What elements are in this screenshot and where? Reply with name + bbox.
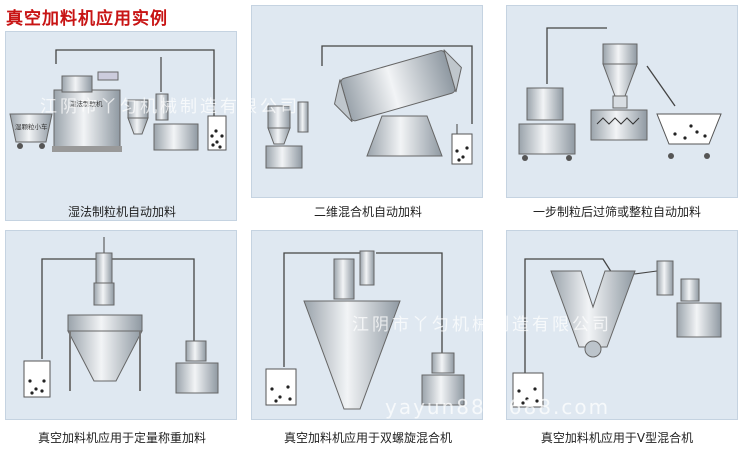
panel-wet-granulator: 湿法制粒机 湿颗粒小车 bbox=[5, 31, 237, 221]
wet-granulator-illustration: 湿法制粒机 湿颗粒小车 bbox=[9, 49, 227, 152]
panel-double-screw bbox=[251, 230, 483, 420]
cart-label: 湿颗粒小车 bbox=[15, 122, 48, 131]
caption-v-mixer: 真空加料机应用于V型混合机 bbox=[540, 431, 694, 445]
caption-sieve: 一步制粒后过筛或整粒自动加料 bbox=[532, 205, 701, 219]
panel-2d-mixer bbox=[251, 5, 483, 198]
caption-weighing: 真空加料机应用于定量称重加料 bbox=[37, 431, 206, 445]
double-screw-illustration bbox=[265, 250, 465, 410]
panel-v-mixer bbox=[506, 230, 738, 420]
caption-2d-mixer: 二维混合机自动加料 bbox=[313, 205, 422, 219]
weighing-illustration bbox=[23, 237, 219, 398]
page-title: 真空加料机应用实例 bbox=[6, 9, 168, 29]
2d-mixer-illustration bbox=[265, 45, 473, 169]
panel-weighing bbox=[5, 230, 237, 420]
caption-wet-granulator: 湿法制粒机自动加料 bbox=[67, 205, 176, 219]
sieve-illustration bbox=[518, 27, 722, 161]
caption-double-screw: 真空加料机应用于双螺旋混合机 bbox=[283, 431, 452, 445]
panel-sieve bbox=[506, 5, 738, 198]
granulator-label: 湿法制粒机 bbox=[70, 99, 103, 108]
v-mixer-illustration bbox=[512, 258, 722, 408]
